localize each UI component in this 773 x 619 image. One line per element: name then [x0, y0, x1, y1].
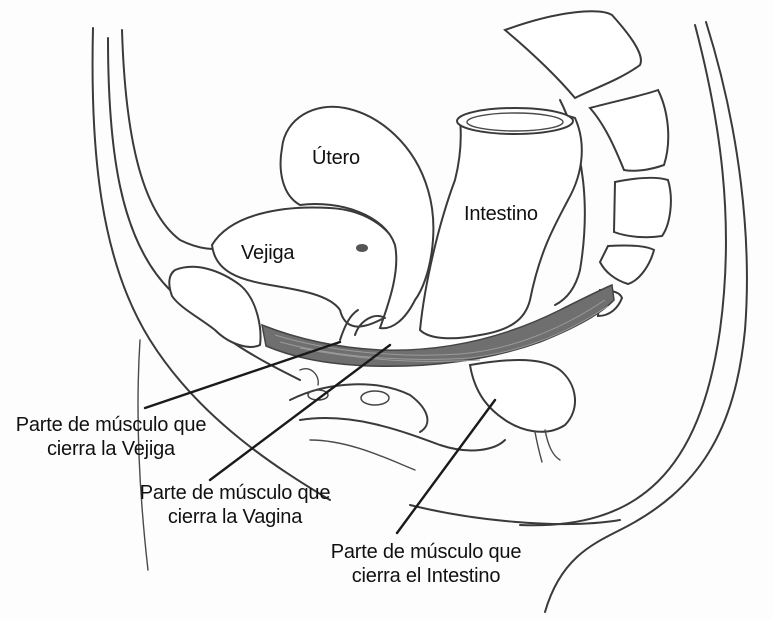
- callout-bladder-muscle: Parte de músculo que cierra la Vejiga: [0, 413, 222, 461]
- pubic-bone: [168, 265, 262, 348]
- callout-vagina-line2: cierra la Vagina: [167, 506, 303, 528]
- callout-vagina-line1: Parte de músculo que: [139, 482, 331, 504]
- callout-bladder-line1: Parte de músculo que: [15, 414, 207, 436]
- label-bladder: Vejiga: [241, 242, 295, 264]
- callout-intestine-line1: Parte de músculo que: [330, 541, 522, 563]
- callout-intestine-line2: cierra el Intestino: [351, 565, 501, 587]
- anal-canal: [468, 359, 577, 433]
- callout-bladder-line2: cierra la Vejiga: [47, 438, 175, 460]
- perineum: [289, 368, 506, 471]
- label-intestine: Intestino: [464, 203, 538, 225]
- callout-intestine-muscle: Parte de músculo que cierra el Intestino: [315, 540, 537, 588]
- ureter-opening: [356, 244, 368, 252]
- label-uterus: Útero: [312, 147, 360, 169]
- intestine-shape: [418, 107, 583, 340]
- abdominal-wall: [91, 27, 331, 571]
- uterus-shape: [279, 105, 435, 330]
- callout-vagina-muscle: Parte de músculo que cierra la Vagina: [124, 481, 346, 529]
- leader-lines: [143, 340, 497, 535]
- back-wall: [409, 21, 748, 613]
